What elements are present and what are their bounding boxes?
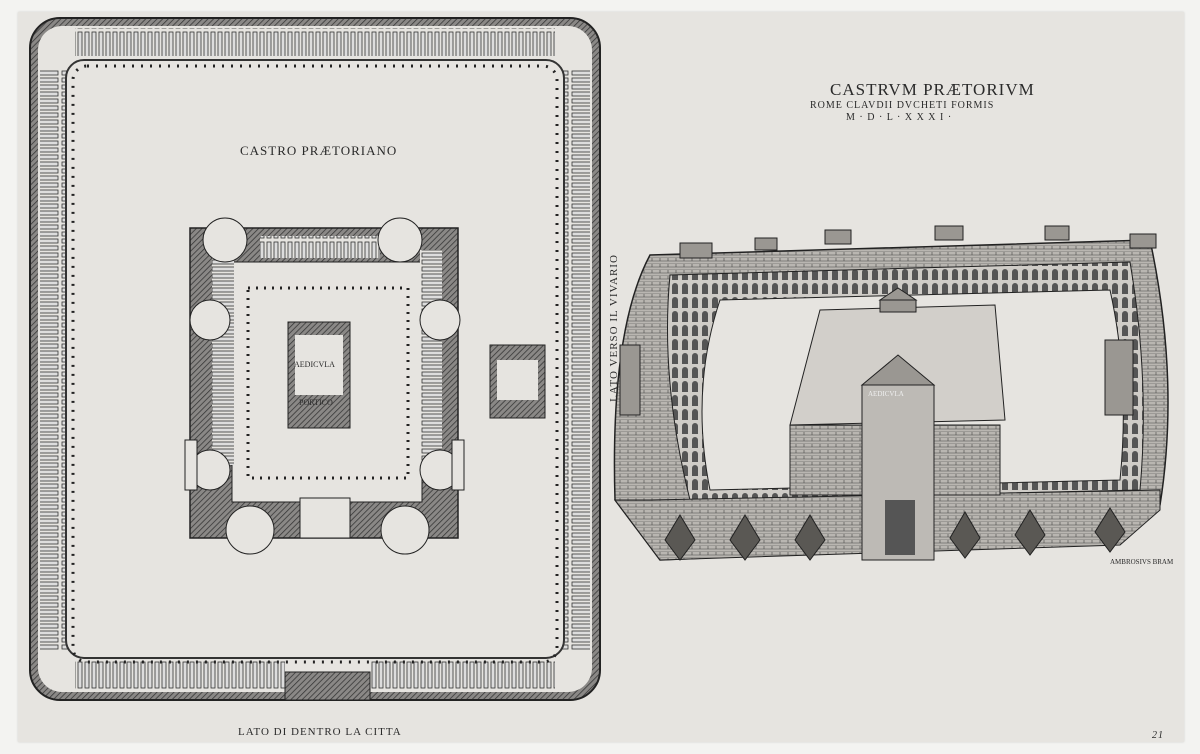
ground-plan <box>29 17 601 701</box>
temple-inscription: AEDICVLA <box>868 390 904 398</box>
view-subtitle: ROME CLAVDII DVCHETI FORMIS <box>810 100 995 111</box>
portico-label: PORTICO <box>299 398 333 407</box>
page-number: 21 <box>1152 730 1164 741</box>
plan-title: CASTRO PRÆTORIANO <box>240 143 398 158</box>
wall-bastions <box>664 507 1126 561</box>
perspective-view <box>613 225 1169 561</box>
side-label: LATO VERSO IL VIVARIO <box>607 254 620 402</box>
bottom-label: LATO DI DENTRO LA CITTA <box>238 726 402 738</box>
aedicula-label: AEDICVLA <box>294 360 335 369</box>
view-title: CASTRVM PRÆTORIVM <box>830 80 1035 99</box>
view-date: M · D · L · X X X I · <box>846 112 953 123</box>
gate <box>284 671 371 701</box>
crenellations <box>619 225 1157 416</box>
signature: AMBROSIVS BRAM <box>1110 558 1174 566</box>
central-building <box>184 217 465 555</box>
